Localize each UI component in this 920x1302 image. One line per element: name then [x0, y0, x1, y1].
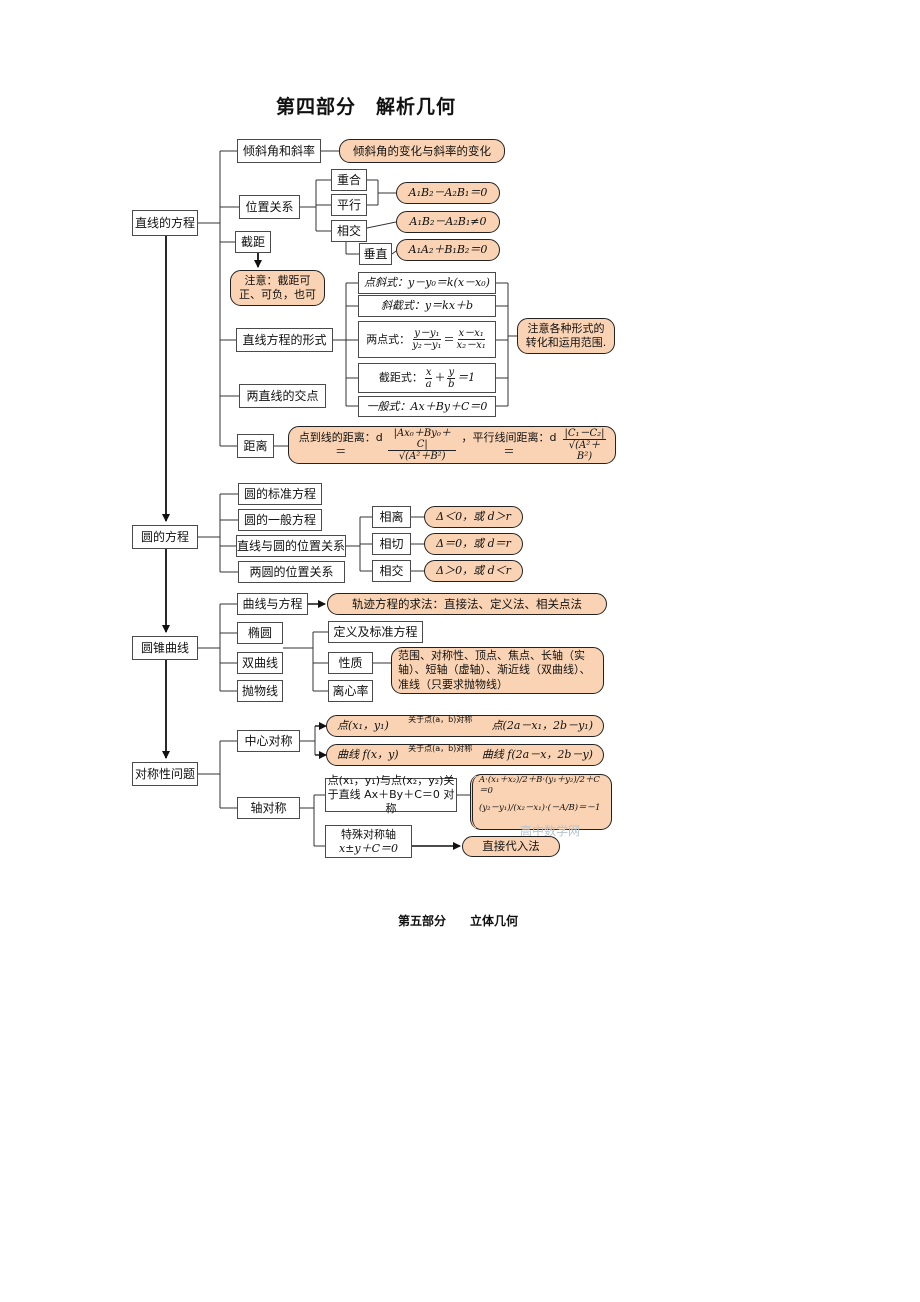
definition-node: 定义及标准方程 [328, 621, 423, 643]
forms-note: 注意各种形式的转化和运用范围. [517, 318, 615, 354]
intercept-form-tail: ＝1 [457, 371, 476, 385]
intersect-node: 相交 [331, 220, 367, 242]
axial-condition-2: (y₂－y₁)/(x₂－x₁)·(－A/B)＝－1 [479, 803, 601, 814]
perpendicular-condition: A₁A₂＋B₁B₂＝0 [396, 239, 500, 261]
fraction-numerator: x [424, 366, 433, 379]
central-curve-to: 曲线 f(2a－x，2b－y) [481, 747, 593, 761]
coincide-node: 重合 [331, 169, 367, 191]
perpendicular-node: 垂直 [359, 243, 392, 265]
intercept-node: 截距 [235, 231, 271, 253]
equals-sign: ＝ [443, 332, 455, 346]
general-form: 一般式：Ax＋By＋C＝0 [358, 396, 496, 417]
plus-sign: ＋ [434, 371, 446, 385]
central-curve-from: 曲线 f(x，y) [337, 747, 399, 761]
coincide-parallel-condition: A₁B₂－A₂B₁＝0 [396, 182, 500, 204]
eccentricity-node: 离心率 [328, 680, 373, 702]
two-point-label: 两点式： [366, 332, 411, 346]
distance-node: 距离 [237, 434, 274, 458]
central-point-to: 点(2a－x₁，2b－y₁) [491, 718, 593, 732]
fraction-numerator: y－y₁ [413, 328, 441, 340]
two-point-right-fraction: x－x₁ x₂－x₁ [457, 328, 486, 351]
conic-node: 圆锥曲线 [132, 636, 198, 660]
distance-point-fraction: |Ax₀＋By₀＋C| √(A²＋B²) [388, 428, 457, 462]
axial-condition-1: A·(x₁＋x₂)/2＋B·(y₁＋y₂)/2＋C＝0 [479, 775, 600, 797]
apart-condition: Δ＜0，或 d＞r [424, 506, 523, 528]
intercept-form: 截距式： x a ＋ y b ＝1 [358, 363, 496, 393]
line-intersection-node: 两直线的交点 [239, 384, 326, 408]
curve-equation-node: 曲线与方程 [237, 593, 308, 615]
fraction-denominator: a [425, 378, 432, 390]
special-axis-label: 特殊对称轴 [341, 828, 396, 842]
direct-substitution-note: 直接代入法 [462, 836, 560, 857]
central-curve-arrow-label: 关于点(a，b)对称 [408, 743, 473, 753]
cross-condition: Δ＞0，或 d＜r [424, 560, 523, 582]
fraction-numerator: |Ax₀＋By₀＋C| [388, 428, 457, 451]
fraction-numerator: y [447, 366, 456, 379]
parallel-node: 平行 [331, 194, 367, 216]
two-point-left-fraction: y－y₁ y₂－y₁ [412, 328, 441, 351]
watermark: 高中数学网 [520, 824, 581, 838]
incline-slope-node: 倾斜角和斜率 [237, 139, 321, 163]
distance-parallel-label: ，平行线间距离：d＝ [461, 430, 557, 458]
properties-node: 性质 [328, 652, 373, 674]
line-circle-relation-node: 直线与圆的位置关系 [236, 535, 346, 557]
footer-title: 第五部分 立体几何 [398, 914, 519, 928]
position-relation-node: 位置关系 [239, 195, 300, 219]
distance-point-label: 点到线的距离：d＝ [298, 430, 383, 458]
distance-note: 点到线的距离：d＝ |Ax₀＋By₀＋C| √(A²＋B²) ，平行线间距离：d… [288, 426, 616, 464]
fraction-denominator: √(A²＋B²) [398, 451, 446, 462]
fraction-numerator: x－x₁ [457, 328, 485, 340]
axial-symmetry-node: 轴对称 [237, 797, 300, 819]
page-title: 第四部分 解析几何 [276, 96, 457, 118]
tangent-condition: Δ＝0，或 d＝r [424, 533, 523, 555]
axial-pair-node: 点(x₁，y₁)与点(x₂，y₂)关于直线 Ax＋By＋C＝0 对称 [325, 774, 457, 815]
incline-note: 倾斜角的变化与斜率的变化 [339, 139, 505, 163]
line-forms-node: 直线方程的形式 [236, 328, 333, 352]
fraction-denominator: y₂－y₁ [412, 340, 442, 351]
tangent-node: 相切 [372, 533, 411, 555]
fraction-denominator: b [448, 378, 455, 390]
intersect-condition: A₁B₂－A₂B₁≠0 [396, 211, 500, 233]
symmetry-node: 对称性问题 [132, 762, 198, 786]
intercept-form-y-fraction: y b [447, 366, 456, 390]
fraction-denominator: x₂－x₁ [456, 340, 486, 351]
central-point-from: 点(x₁，y₁) [337, 718, 389, 732]
intercept-note: 注意：截距可正、可负，也可 [230, 270, 325, 306]
intercept-form-label: 截距式： [378, 371, 423, 385]
ellipse-node: 椭圆 [237, 622, 283, 644]
circle-circle-relation-node: 两圆的位置关系 [238, 561, 345, 583]
point-slope-form: 点斜式：y－y₀＝k(x－x₀) [358, 272, 496, 294]
central-curve-note: 曲线 f(x，y) 关于点(a，b)对称 曲线 f(2a－x，2b－y) [326, 744, 604, 766]
slope-intercept-form: 斜截式：y＝kx＋b [358, 295, 496, 317]
fraction-denominator: √(A²＋B²) [568, 440, 601, 462]
hyperbola-node: 双曲线 [237, 652, 283, 674]
apart-node: 相离 [372, 506, 411, 528]
circle-standard-node: 圆的标准方程 [238, 483, 322, 505]
axial-condition-note: A·(x₁＋x₂)/2＋B·(y₁＋y₂)/2＋C＝0 (y₂－y₁)/(x₂－… [470, 774, 612, 830]
intercept-form-x-fraction: x a [424, 366, 433, 390]
special-axis-node: 特殊对称轴 x±y＋C＝0 [325, 825, 412, 858]
curve-equation-note: 轨迹方程的求法：直接法、定义法、相关点法 [327, 593, 607, 615]
circle-equation-node: 圆的方程 [132, 525, 198, 549]
cross-node: 相交 [372, 560, 411, 582]
fraction-numerator: |C₁－C₂| [563, 428, 606, 440]
central-point-note: 点(x₁，y₁) 关于点(a，b)对称 点(2a－x₁，2b－y₁) [326, 715, 604, 737]
central-symmetry-node: 中心对称 [237, 730, 300, 752]
two-point-form: 两点式： y－y₁ y₂－y₁ ＝ x－x₁ x₂－x₁ [358, 321, 496, 358]
circle-general-node: 圆的一般方程 [238, 509, 322, 531]
central-point-arrow-label: 关于点(a，b)对称 [408, 714, 473, 724]
parabola-node: 抛物线 [237, 680, 283, 702]
line-equation-node: 直线的方程 [132, 210, 198, 236]
properties-note: 范围、对称性、顶点、焦点、长轴（实轴）、短轴（虚轴）、渐近线（双曲线）、准线（只… [391, 647, 604, 694]
special-axis-equation: x±y＋C＝0 [338, 841, 399, 855]
distance-parallel-fraction: |C₁－C₂| √(A²＋B²) [562, 428, 607, 462]
